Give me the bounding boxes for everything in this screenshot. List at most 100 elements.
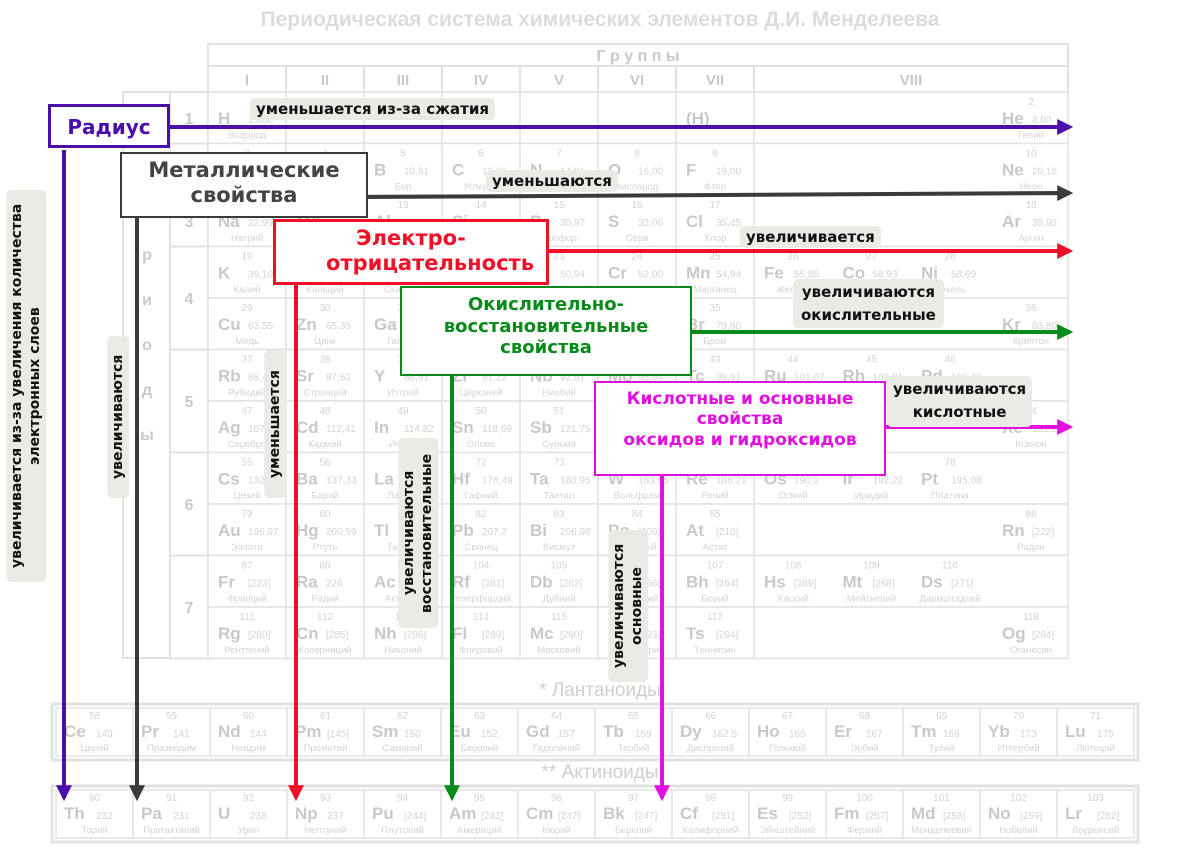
element-name: Гольмий <box>769 743 806 754</box>
element-symbol: Er <box>834 722 852 741</box>
element-mass: 39,95 <box>1032 218 1057 229</box>
table-cell <box>132 707 211 757</box>
element-mass: [145] <box>327 729 349 740</box>
element-number: 79 <box>241 509 253 520</box>
element-number: 97 <box>628 793 640 804</box>
radius-vertical-label-line2: электронных слоев <box>27 307 44 465</box>
element-mass: 178,49 <box>482 476 513 487</box>
element-number: 102 <box>1010 793 1027 804</box>
element-number: 59 <box>166 711 178 722</box>
element-name: Протактиний <box>143 825 200 836</box>
element-mass: [247] <box>558 811 580 822</box>
element-symbol: Rf <box>452 573 470 592</box>
element-symbol: Ba <box>296 470 318 489</box>
table-cell <box>363 707 442 757</box>
element-number: 94 <box>397 793 409 804</box>
element-mass: 232 <box>96 811 113 822</box>
group-label: II <box>321 72 329 89</box>
table-cell <box>285 606 365 660</box>
element-symbol: At <box>686 521 704 540</box>
element-number: 45 <box>866 355 878 366</box>
element-name: Тулий <box>929 743 955 754</box>
element-name: Менделеевий <box>911 825 972 836</box>
element-name: Рений <box>701 491 728 502</box>
element-mass: 190,2 <box>794 476 819 487</box>
element-symbol: Th <box>64 804 85 823</box>
element-number: 110 <box>942 561 958 572</box>
groups-header: Г р у п п ы <box>597 48 680 65</box>
period-cell <box>169 554 209 660</box>
element-symbol: Pr <box>141 722 159 741</box>
table-cell <box>597 91 677 145</box>
element-number: 108 <box>785 561 802 572</box>
element-number: 6 <box>478 149 484 160</box>
element-number: 13 <box>397 200 409 211</box>
element-name: Иридий <box>855 491 889 502</box>
element-name: Прометий <box>304 743 348 754</box>
element-number: 26 <box>787 252 799 263</box>
actinides-label: ** Актиноиды <box>542 762 659 783</box>
element-symbol: In <box>374 418 389 437</box>
element-number: 16 <box>631 200 643 211</box>
element-number: 65 <box>628 711 640 722</box>
element-mass: 141 <box>173 729 190 740</box>
element-mass: 4,00 <box>1032 115 1052 126</box>
element-mass: [294] <box>716 630 738 641</box>
element-symbol: S <box>608 212 619 231</box>
element-mass: 16,00 <box>638 167 663 178</box>
period-cell <box>169 245 209 351</box>
element-symbol: Fl <box>452 624 467 643</box>
element-number: 64 <box>551 711 563 722</box>
element-mass: 180,95 <box>560 476 591 487</box>
group-header-cell <box>753 65 1069 93</box>
table-cell <box>132 789 211 839</box>
element-symbol: Mn <box>686 264 711 283</box>
element-mass: [244] <box>404 811 426 822</box>
element-mass: [266] <box>638 579 660 590</box>
element-mass: 152 <box>481 729 498 740</box>
element-symbol: Lr <box>1065 804 1082 823</box>
element-number: 92 <box>243 793 255 804</box>
element-mass: [261] <box>482 579 504 590</box>
element-mass: 118,69 <box>482 424 512 435</box>
element-symbol: Cr <box>608 264 627 283</box>
acid-base-horizontal-label: увеличиваются кислотные <box>887 376 1033 427</box>
element-symbol: Pb <box>452 521 474 540</box>
element-symbol: Zn <box>296 315 317 334</box>
element-name: Тербий <box>618 743 650 754</box>
element-number: 25 <box>709 252 721 263</box>
element-mass: 200,59 <box>326 527 357 538</box>
element-number: 115 <box>551 612 567 623</box>
element-name: Нобелий <box>999 825 1038 836</box>
element-number: 47 <box>241 406 253 417</box>
element-name: Тантал <box>544 491 575 502</box>
element-name: Фтор <box>704 182 726 193</box>
element-number: 10 <box>1025 149 1037 160</box>
element-symbol: He <box>1002 109 1024 128</box>
element-symbol: Sn <box>452 418 474 437</box>
metallic-vertical-label: увеличиваются <box>107 336 130 498</box>
table-cell <box>979 707 1058 757</box>
element-mass: 63,55 <box>248 321 273 332</box>
element-symbol: Ru <box>764 367 787 386</box>
element-name: Гадолиний <box>533 743 580 754</box>
element-mass: 50,94 <box>560 270 585 281</box>
element-mass: 87,62 <box>326 373 351 384</box>
table-cell <box>671 707 750 757</box>
element-number: 109 <box>863 561 880 572</box>
element-number: 91 <box>166 793 178 804</box>
element-symbol: Cl <box>686 212 703 231</box>
table-cell <box>748 789 827 839</box>
element-name: Ксенон <box>1015 439 1046 450</box>
element-name: Франций <box>227 594 266 605</box>
period-label: 3 <box>185 214 194 231</box>
element-name: Хассий <box>777 594 809 605</box>
element-mass: 175 <box>1097 729 1114 740</box>
element-mass: [259] <box>1020 811 1042 822</box>
element-mass: 58,93 <box>873 270 898 281</box>
period-label: 7 <box>185 600 194 617</box>
redox-vertical-label: увеличиваются восстановительные <box>398 438 439 628</box>
element-name: Неон <box>1020 182 1043 193</box>
metallic-box-label: Металлические свойства <box>148 158 340 208</box>
element-name: Лоуренсий <box>1072 825 1119 836</box>
